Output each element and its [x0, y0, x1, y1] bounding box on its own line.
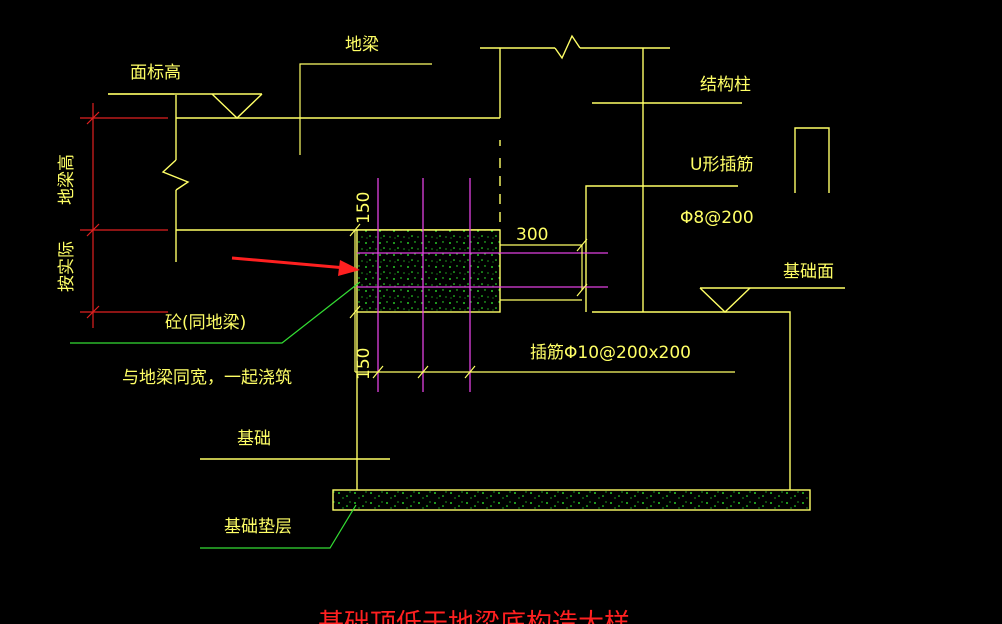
label-foundation: 基础 [237, 429, 271, 449]
pointer-arrow [231, 256, 360, 276]
label-u-rebar: U形插筋 [690, 155, 753, 175]
label-ground-beam-height: 地梁高 [57, 154, 77, 205]
foundation [200, 312, 390, 490]
rebar-grid [357, 178, 608, 392]
label-dim-300: 300 [516, 225, 548, 245]
leader-lines [108, 63, 432, 155]
elevation-marker-top [108, 93, 263, 119]
red-dimension [80, 103, 168, 328]
label-concrete-same-as-beam: 砼(同地梁) [165, 313, 246, 333]
label-same-width-cast-together: 与地梁同宽，一起浇筑 [122, 368, 292, 388]
green-leaders [70, 281, 361, 549]
elevation-marker-foundation [699, 287, 845, 313]
label-dim-150-bottom: 150 [354, 348, 374, 380]
ground-beam [161, 34, 670, 262]
label-surface-elevation: 面标高 [130, 63, 181, 83]
label-foundation-surface: 基础面 [783, 262, 834, 282]
label-dim-150-top: 150 [354, 192, 374, 224]
structural-column [585, 48, 791, 490]
concrete-infill [356, 229, 501, 313]
label-as-actual: 按实际 [57, 241, 77, 292]
label-dowel-rebar: 插筋Φ10@200x200 [530, 343, 691, 363]
drawing-title: 基础顶低于地梁底构造大样 [318, 609, 630, 624]
label-ground-beam: 地梁 [345, 35, 379, 55]
label-foundation-cushion: 基础垫层 [224, 517, 292, 537]
dimension-lines [349, 223, 735, 379]
foundation-cushion [332, 489, 811, 511]
label-structural-column: 结构柱 [700, 75, 751, 95]
u-rebar-symbol [794, 127, 830, 193]
label-rebar-spacing-8: Φ8@200 [680, 208, 754, 228]
